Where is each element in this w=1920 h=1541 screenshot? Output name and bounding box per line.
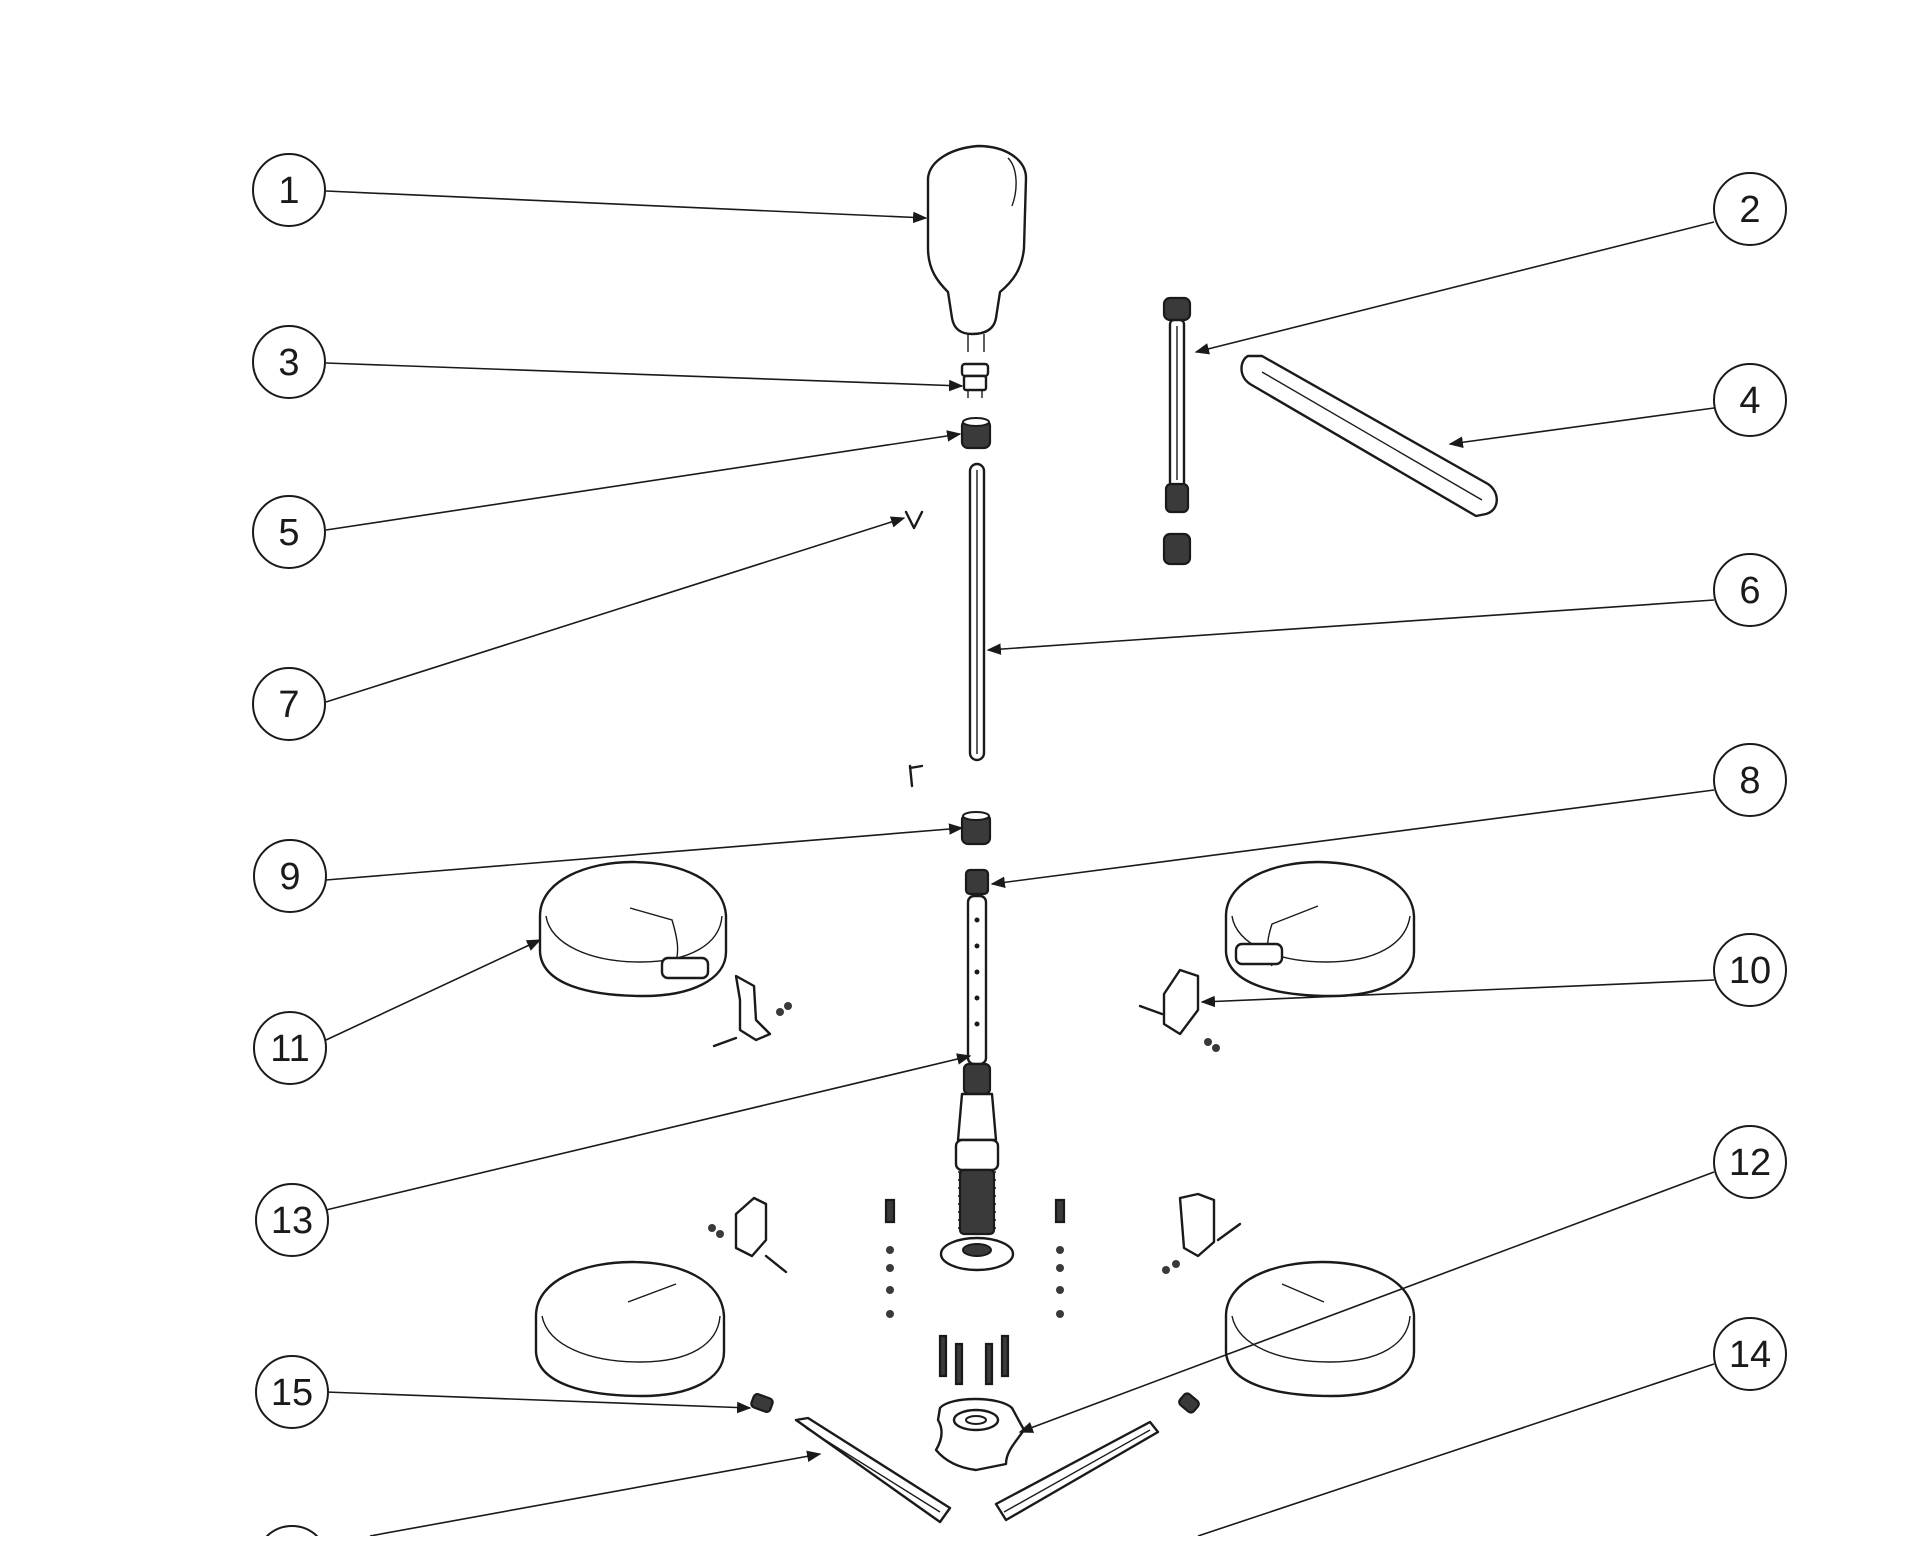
callout-label: 3 [278,342,299,384]
callout-circle [1713,553,1787,627]
callout-circle [1713,743,1787,817]
center-tube-part [968,462,986,762]
callout-label: 1 [278,170,299,212]
callout-label: 2 [1739,189,1760,231]
tube-cover-part [1240,354,1498,518]
callout-circle [252,325,326,399]
callout-circle [253,1011,327,1085]
callout-8: 8 [1713,743,1787,817]
callout-label: 14 [1729,1334,1771,1376]
callout-4: 4 [1713,363,1787,437]
weight-pad-top-right-part [1224,860,1416,998]
upper-rod-assembly-part [1162,296,1192,566]
callout-label: 5 [278,512,299,554]
callout-circle [252,153,326,227]
callout-label: 10 [1729,950,1771,992]
callout-3: 3 [252,325,326,399]
seat-knob-part [926,144,1028,352]
leader-lines [325,190,1715,1537]
callout-circle [1713,933,1787,1007]
seat-adapter-part [960,362,990,398]
bracket-screws-part [708,1002,1242,1274]
callout-6: 6 [1713,553,1787,627]
leg-left-part [794,1416,952,1524]
base-plate-part [934,1397,1026,1472]
callout-circle [252,495,326,569]
callout-circle [1713,1317,1787,1391]
callout-16: 16 [261,1525,323,1541]
callout-circle [1713,172,1787,246]
callout-circle [255,1355,329,1429]
lower-bushing-part [960,811,992,846]
callout-11: 11 [253,1011,327,1085]
callout-5: 5 [252,495,326,569]
callout-circle [253,839,327,913]
post-bolts-part [884,1198,1066,1386]
weight-pad-top-left-part [538,860,728,998]
bracket-part [734,968,1216,1258]
l-pin-part [908,764,924,788]
callout-7: 7 [252,667,326,741]
weight-pad-bottom-right-part [1224,1260,1416,1398]
callout-label: 9 [279,856,300,898]
callout-label: 8 [1739,760,1760,802]
callout-13: 13 [255,1183,329,1257]
callout-label: 7 [278,684,299,726]
callout-2: 2 [1713,172,1787,246]
pin-part [904,510,924,530]
upper-bushing-part [960,417,992,450]
callouts: 12345678910111213141516 [252,153,1787,1541]
callout-circle [261,1525,323,1541]
callout-15: 15 [255,1355,329,1429]
callout-10: 10 [1713,933,1787,1007]
callout-circle [252,667,326,741]
callout-label: 11 [270,1028,309,1070]
callout-14: 14 [1713,1317,1787,1391]
callout-label: 4 [1739,380,1760,422]
callout-1: 1 [252,153,326,227]
callout-circle [255,1183,329,1257]
weight-pad-bottom-left-part [534,1260,726,1398]
spring-post-part [939,868,1015,1272]
callout-circle [1713,363,1787,437]
callout-9: 9 [253,839,327,913]
callout-label: 6 [1739,570,1760,612]
callout-label: 15 [271,1372,313,1414]
end-cap-part [750,1392,1200,1414]
callout-label: 13 [271,1200,313,1242]
leg-right-part [994,1420,1160,1522]
callout-12: 12 [1713,1125,1787,1199]
callout-label: 12 [1729,1142,1771,1184]
callout-circle [1713,1125,1787,1199]
